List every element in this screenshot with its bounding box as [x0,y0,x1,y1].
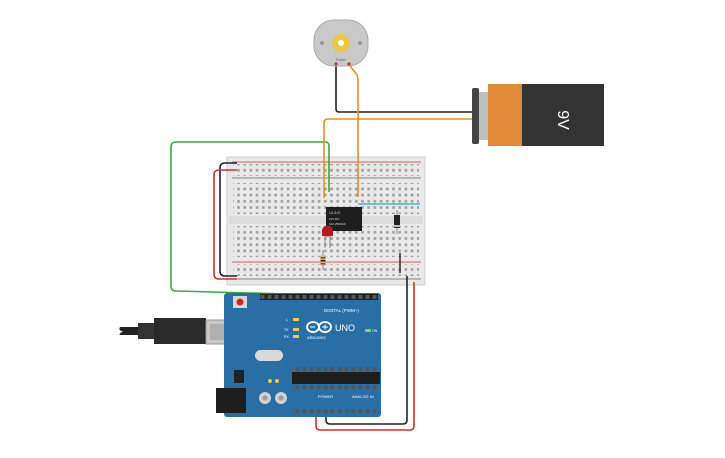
tx-label: TX [284,328,289,332]
relay[interactable]: LU-5-R 12V DC 10A 250VAC [326,207,362,231]
battery-orange-wire[interactable] [323,118,476,198]
dc-motor-icon[interactable]: Power [313,19,369,67]
battery-label: 9V [554,110,571,130]
black-ground-wire[interactable] [325,276,408,425]
motor-black-wire[interactable] [335,64,476,113]
brand-label: ARDUINO [307,335,325,340]
relay-line2: 12V DC [329,217,340,221]
analog-label: ANALOG IN [352,394,374,399]
diode-icon[interactable] [394,210,400,234]
l-label: L [286,318,288,322]
motor-label: Power [336,58,347,62]
battery-icon[interactable]: 9V [472,84,604,146]
infinity-logo-icon [306,321,332,333]
motor-orange-wire[interactable] [348,63,359,197]
digital-label: DIGITAL (PWM~) [324,308,359,313]
relay-line1: LU-5-R [329,211,340,215]
arduino-uno-board[interactable]: DIGITAL (PWM~) L TX RX UNO ARDUINO ON [216,293,381,417]
relay-line3: 10A 250VAC [329,222,347,226]
microcontroller-chip [292,367,380,389]
green-wire[interactable] [170,141,330,295]
reset-button-icon[interactable] [233,296,247,308]
power-label: POWER [318,394,333,399]
wires [170,63,476,431]
black-rail-wire[interactable] [219,162,237,277]
red-rail-wire[interactable] [213,169,237,280]
led-icon[interactable] [322,225,333,249]
red-power-wire[interactable] [315,282,415,431]
model-label: UNO [335,323,355,333]
resistor-icon[interactable] [320,250,326,270]
on-label: ON [372,329,378,333]
rx-label: RX [284,335,290,339]
